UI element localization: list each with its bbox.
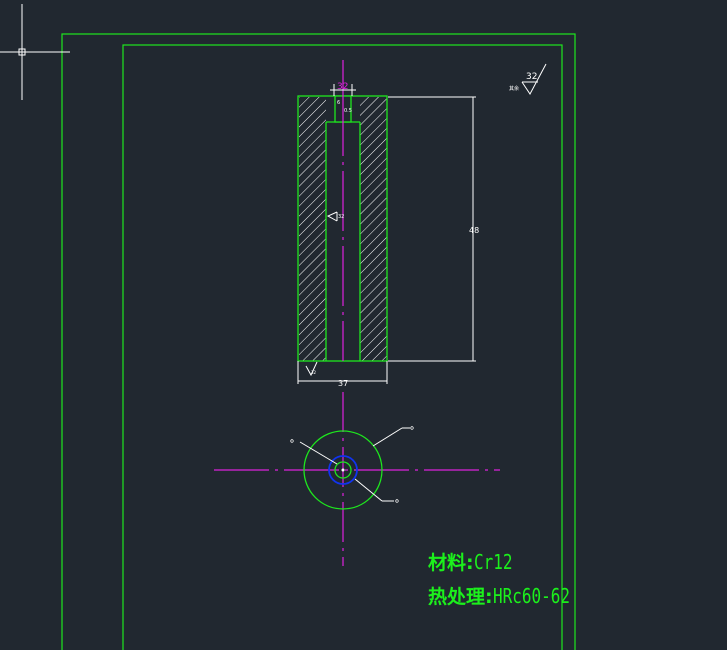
leader-inner-a-text: Φ: [290, 439, 294, 445]
hole-circle-blue: [328, 455, 358, 485]
material-label: 材料:: [428, 552, 474, 574]
hole-circle-green: [334, 461, 352, 479]
right-wall-hatch: [360, 97, 387, 361]
outer-frame: [61, 33, 576, 650]
roughness-top-right-value: 32: [526, 72, 537, 82]
top-view: [303, 430, 383, 510]
roughness-bottom-icon: [305, 361, 318, 377]
centerlines: [214, 60, 500, 566]
heat-value: HRc60-62: [492, 584, 570, 608]
material-value: Cr12: [473, 550, 513, 574]
leader-outer: [372, 427, 403, 447]
roughness-top-right-icon: [521, 63, 547, 95]
material-line: 材料:Cr12: [428, 548, 522, 575]
roughness-side-value: 32: [338, 214, 344, 220]
crosshair-cursor-icon: [0, 4, 70, 100]
dim-top-small-1: 6: [337, 100, 340, 106]
roughness-side-icon: [326, 211, 338, 222]
dim-height-text: 48: [469, 226, 479, 235]
heat-label: 热处理:: [428, 586, 493, 608]
leader-inner-b-text: Φ: [395, 499, 399, 505]
outer-circle: [303, 430, 383, 510]
leader-outer-text: Φ: [410, 426, 414, 432]
inner-frame: [122, 44, 563, 650]
dimensions: [297, 84, 476, 502]
dim-top-small-2: 0.5: [344, 108, 352, 114]
left-wall-hatch: [299, 97, 326, 361]
roughness-note: 其余: [509, 85, 519, 92]
dim-width-text: 37: [338, 379, 348, 388]
roughness-bottom-value: 32: [311, 370, 317, 375]
center-dot: [341, 468, 345, 472]
leader-inner-b: [354, 478, 383, 502]
leader-inner-a: [299, 441, 338, 465]
heat-treatment-line: 热处理:HRc60-62: [428, 582, 589, 609]
dim-top-text: 32: [337, 82, 348, 92]
